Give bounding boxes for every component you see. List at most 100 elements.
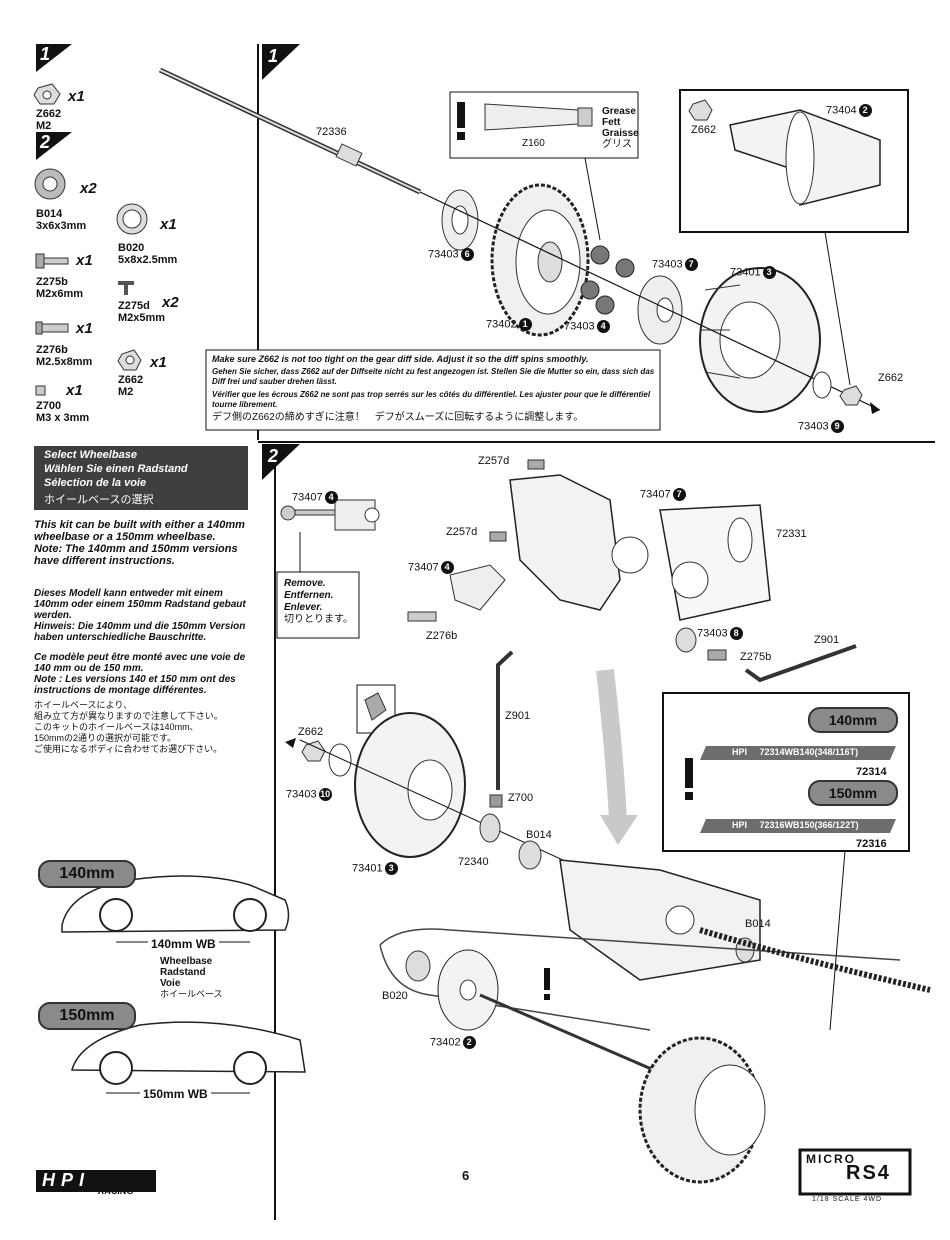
part-code-z662-b: Z662 M2 [118,374,144,398]
washer-73403-10 [328,743,352,777]
setscrew-icon-z700 [35,385,46,396]
screw-z257d-mid [489,531,507,542]
part-code-z275d: Z275d M2x5mm [118,300,166,324]
grease-label-en: Grease [602,106,636,117]
belt-code-72314: 72314 [856,766,887,778]
scale-logo-text: 1/18 SCALE 4WD [812,1196,883,1203]
nut-z662-step2 [301,740,326,762]
screw-z257d-top [527,459,545,470]
pinion-72340 [479,813,501,843]
setscrew-z700 [489,794,503,808]
racing-logo-text: RACING [98,1186,134,1196]
label-z901-b: Z901 [505,710,531,722]
belt-label-140: HPI 72314WB140(348/116T) [732,747,859,757]
motor-plate-72331 [659,504,771,621]
warning-text: Make sure Z662 is not too tight on the g… [212,354,656,423]
belt-pill-150: 150mm [808,780,898,806]
label-b014-b: B014 [745,918,771,930]
hex-wrench-z901-a [744,644,857,683]
nut-icon-z662-a [33,83,61,105]
ball-stud-73407-4-top [280,499,380,531]
label-72340: 72340 [458,856,489,868]
bearing-b020 [405,950,431,982]
grease-label-jp: グリス [602,139,632,150]
select-wheelbase-de: Wählen Sie einen Radstand [44,463,188,475]
exclamation-dot-2 [544,994,550,1000]
grease-tube-icon [484,103,593,131]
select-wheelbase-en: Select Wheelbase [44,449,137,461]
step1-main-marker [262,44,300,80]
bearing-b014-a [518,840,542,870]
exclamation-bar [457,102,465,128]
info-japanese: ホイールベースにより、 組み立て方が異なりますので注意して下さい。 このキットの… [34,700,223,754]
part-code-b014: B014 3x6x3mm [36,208,87,232]
wheelbase-term-en: Wheelbase [160,956,213,967]
ball-stud-73407-4 [449,564,506,611]
belt-outline [379,928,901,1031]
label-z257d-mid: Z257d [446,526,478,538]
page-number: 6 [462,1168,470,1183]
label-z700: Z700 [508,792,534,804]
part-code-z700: Z700 M3 x 3mm [36,400,90,424]
remove-en: Remove. [284,578,326,589]
car-140-wb-label: 140mm WB [148,937,219,951]
exclamation-bar-3 [685,758,693,788]
warning-en: Make sure Z662 is not too tight on the g… [212,354,589,364]
spider-gears [580,245,635,315]
grease-code: Z160 [522,138,545,149]
part-qty-z662-a: x1 [68,88,85,105]
diff-case-73401-3-step2 [354,712,466,858]
hpi-logo [36,1170,156,1192]
screw-z275b [707,649,727,661]
grease-label-fr: Graisse [602,128,639,139]
part-qty-z275b: x1 [76,252,93,269]
assembly-arrow-head [600,815,638,845]
assembly-axis-1 [419,191,881,411]
diff-cup-73403-7 [637,275,683,345]
bevel-gear-73403-6 [441,189,479,251]
step1-main-number: 1 [268,46,279,66]
step1-left-number: 1 [40,44,51,64]
inset-pointer [824,231,851,386]
label-z275b: Z275b [740,651,772,663]
car-140-illustration [61,875,290,933]
info-english: This kit can be built with either a 140m… [34,519,245,567]
exclamation-bar-2 [544,968,550,990]
part-qty-z275d: x2 [162,294,179,311]
label-b020: B020 [382,990,408,1002]
rear-diff-assembly [638,1036,766,1184]
remove-de: Entfernen. [284,590,334,601]
step2-left-number: 2 [40,132,51,152]
arrow-head-2 [285,738,296,748]
screw-icon-z276b [35,321,69,335]
part-code-z275b: Z275b M2x6mm [36,276,84,300]
warning-fr: Vérifier que les écrous Z662 ne sont pas… [212,390,651,409]
step2-main-marker [262,444,300,480]
select-wheelbase-jp: ホイールベースの選択 [44,494,154,506]
label-72331: 72331 [776,528,807,540]
warning-de: Gehen Sie sicher, dass Z662 auf der Diff… [212,367,655,386]
gearbox-housing [509,474,649,611]
warning-jp: デフ側のZ662の締めすぎに注意！ デフがスムーズに回転するように調整します。 [212,412,584,423]
remove-text: Remove. Entfernen. Enlever. 切りとります。 [284,578,353,626]
remove-jp: 切りとります。 [284,614,353,625]
screw-icon-z275d [118,281,134,295]
car-140-pill: 140mm [38,860,136,888]
step2-left-marker [36,132,72,160]
output-cup-73404 [729,109,881,206]
label-72336: 72336 [316,126,347,138]
belt-teeth [699,927,931,993]
grease-label-de: Fett [602,117,621,128]
drive-shaft-72336 [158,67,422,195]
spur-gear-73402-1 [490,183,590,337]
exclamation-dot [457,132,465,140]
select-wheelbase-fr: Sélection de la voie [44,477,147,489]
belt-pill-140: 140mm [808,707,898,733]
